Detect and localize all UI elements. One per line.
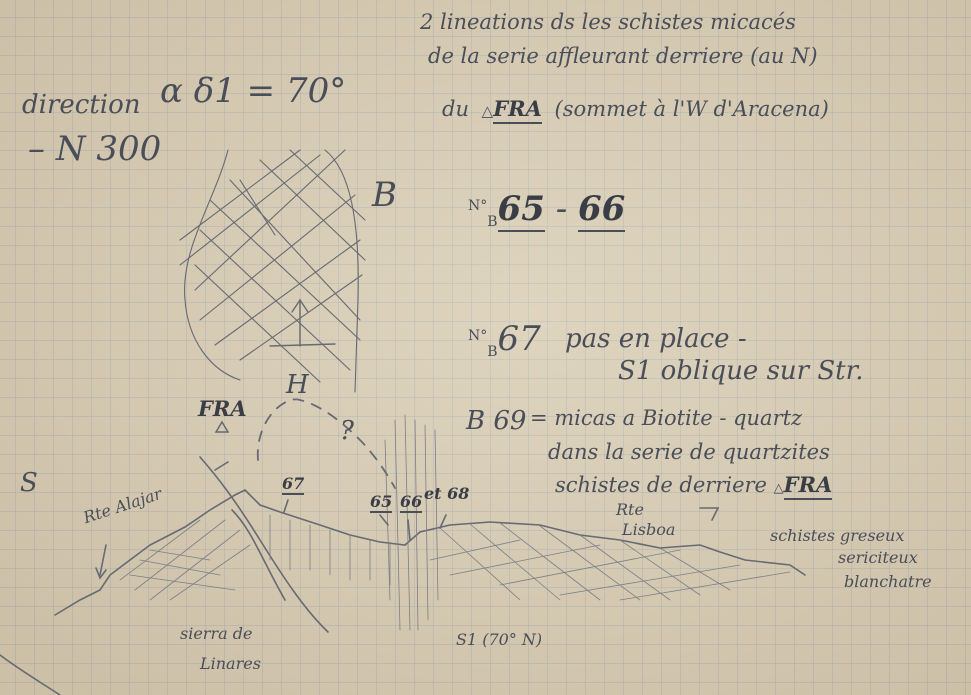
- trig-point-icon: [216, 422, 228, 432]
- sample-66: 66: [578, 189, 625, 232]
- header-peak-name: FRA: [493, 96, 542, 124]
- direction-label: direction: [22, 92, 141, 118]
- direction-azimuth: – N 300: [28, 132, 161, 166]
- sample-67-line-1: pas en place -: [565, 326, 747, 352]
- sample-69-peak: FRA: [784, 472, 833, 500]
- section-hatching: [120, 515, 790, 600]
- azimuth-value: N 300: [56, 129, 161, 169]
- page-curl: [0, 655, 60, 695]
- h-label: H: [286, 372, 309, 398]
- sample-pair-sep: -: [556, 189, 568, 229]
- fra-summit-label: FRA: [198, 398, 247, 419]
- sample-pair-sub: B: [487, 214, 497, 230]
- question-mark: ?: [340, 418, 354, 444]
- sierra-label-2: Linares: [200, 656, 261, 672]
- header-line-3: du △FRA (sommet à l'W d'Aracena): [442, 98, 829, 120]
- rte-lisboa-label-1: Rte: [616, 502, 644, 518]
- sample-67-sub: B: [487, 344, 497, 360]
- sample-67-num: 67: [498, 319, 541, 359]
- tag-66: 66: [400, 494, 422, 513]
- sample-69-derriere: schistes de derriere: [555, 473, 767, 497]
- trig-triangle-icon: △: [482, 102, 494, 120]
- header-line-1: 2 lineations ds les schistes micacés: [420, 12, 796, 33]
- sample-pair-prefix: N°: [468, 198, 487, 214]
- sample-69-label: B 69: [466, 408, 526, 434]
- tag-68: et 68: [424, 486, 469, 502]
- tag-65: 65: [370, 494, 392, 513]
- header-line-2: de la serie affleurant derriere (au N): [428, 46, 818, 67]
- sample-65: 65: [498, 189, 545, 232]
- header-du: du: [442, 97, 469, 121]
- sample-67-id: N°B67: [468, 322, 541, 359]
- sample-67-prefix: N°: [468, 328, 487, 344]
- sample-69-line-2: dans la serie de quartzites: [548, 442, 830, 463]
- s1-cleavage: [385, 415, 438, 630]
- rte-lisboa-label-2: Lisboa: [622, 522, 675, 538]
- sample-69-line-1: = micas a Biotite - quartz: [530, 408, 802, 429]
- stereo-label: B: [372, 178, 397, 212]
- s1-label: S1 (70° N): [456, 632, 542, 648]
- schist-label-1: schistes greseux: [770, 528, 904, 544]
- direction-angle: α δ1 = 70°: [160, 74, 346, 108]
- schist-label-2: sericiteux: [838, 550, 918, 566]
- sample-67-line-2: S1 oblique sur Str.: [618, 358, 863, 384]
- tag-67: 67: [282, 476, 304, 495]
- header-location: (sommet à l'W d'Aracena): [555, 97, 829, 121]
- trig-triangle-icon-2: △: [774, 481, 784, 496]
- sierra-label-1: sierra de: [180, 626, 252, 642]
- schist-label-3: blanchatre: [844, 574, 932, 590]
- fold-arc: [258, 399, 395, 488]
- south-label: S: [20, 470, 38, 496]
- lineation-diagram: [180, 150, 365, 392]
- sample-69-line-3: schistes de derriere △FRA: [555, 474, 832, 496]
- sample-pair: N°B65 - 66: [468, 192, 625, 229]
